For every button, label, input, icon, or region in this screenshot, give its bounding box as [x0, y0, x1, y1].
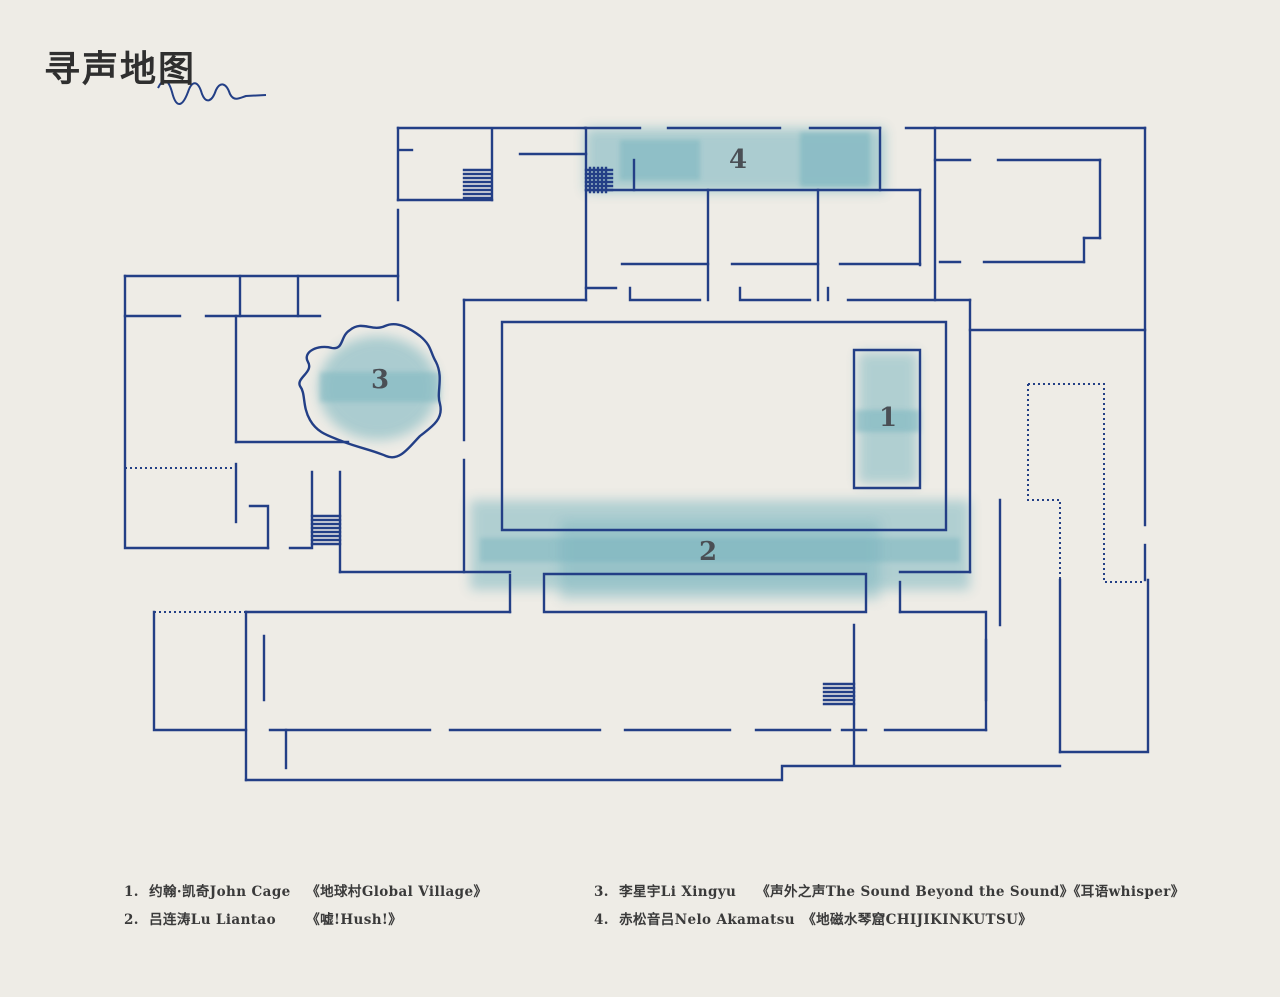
sound-zone-3-haze — [318, 336, 440, 440]
zone-2-label: 2 — [699, 537, 717, 567]
zone-1-label: 1 — [879, 403, 897, 433]
legend: 1. 约翰·凯奇John Cage 《地球村Global Village》 2.… — [0, 876, 1280, 936]
legend-work: 《嘘!Hush!》 — [306, 912, 403, 928]
legend-item-3: 3. 李星宇Li Xingyu 《声外之声The Sound Beyond th… — [594, 880, 1185, 900]
stairs-top-corridor — [584, 166, 614, 194]
zone-4-label: 4 — [729, 145, 747, 175]
legend-number: 3. — [594, 884, 609, 900]
legend-number: 2. — [124, 912, 139, 928]
legend-artist: 李星宇Li Xingyu — [619, 884, 737, 900]
legend-work: 《声外之声The Sound Beyond the Sound》《耳语whisp… — [756, 884, 1185, 900]
sound-zone-1-haze — [855, 352, 920, 484]
page-title: 寻声地图 — [44, 48, 197, 90]
zone-3-label: 3 — [371, 365, 389, 395]
title-squiggle — [157, 80, 267, 105]
stairs-left — [310, 514, 342, 546]
floor-plan-walls — [123, 126, 1150, 782]
legend-work: 《地球村Global Village》 — [306, 884, 488, 900]
legend-item-1: 1. 约翰·凯奇John Cage 《地球村Global Village》 — [124, 880, 487, 900]
stairs-top-left — [462, 168, 492, 200]
legend-number: 4. — [594, 912, 609, 928]
legend-number: 1. — [124, 884, 139, 900]
legend-artist: 赤松音吕Nelo Akamatsu — [619, 912, 795, 928]
zone-3-boundary — [298, 322, 442, 459]
legend-work: 《地磁水琴窟CHIJIKINKUTSU》 — [802, 912, 1033, 928]
legend-artist: 约翰·凯奇John Cage — [149, 884, 291, 900]
legend-item-2: 2. 吕连涛Lu Liantao 《嘘!Hush!》 — [124, 908, 402, 928]
legend-item-4: 4. 赤松音吕Nelo Akamatsu 《地磁水琴窟CHIJIKINKUTSU… — [594, 908, 1032, 928]
legend-artist: 吕连涛Lu Liantao — [149, 912, 276, 928]
stairs-bottom — [822, 682, 856, 706]
